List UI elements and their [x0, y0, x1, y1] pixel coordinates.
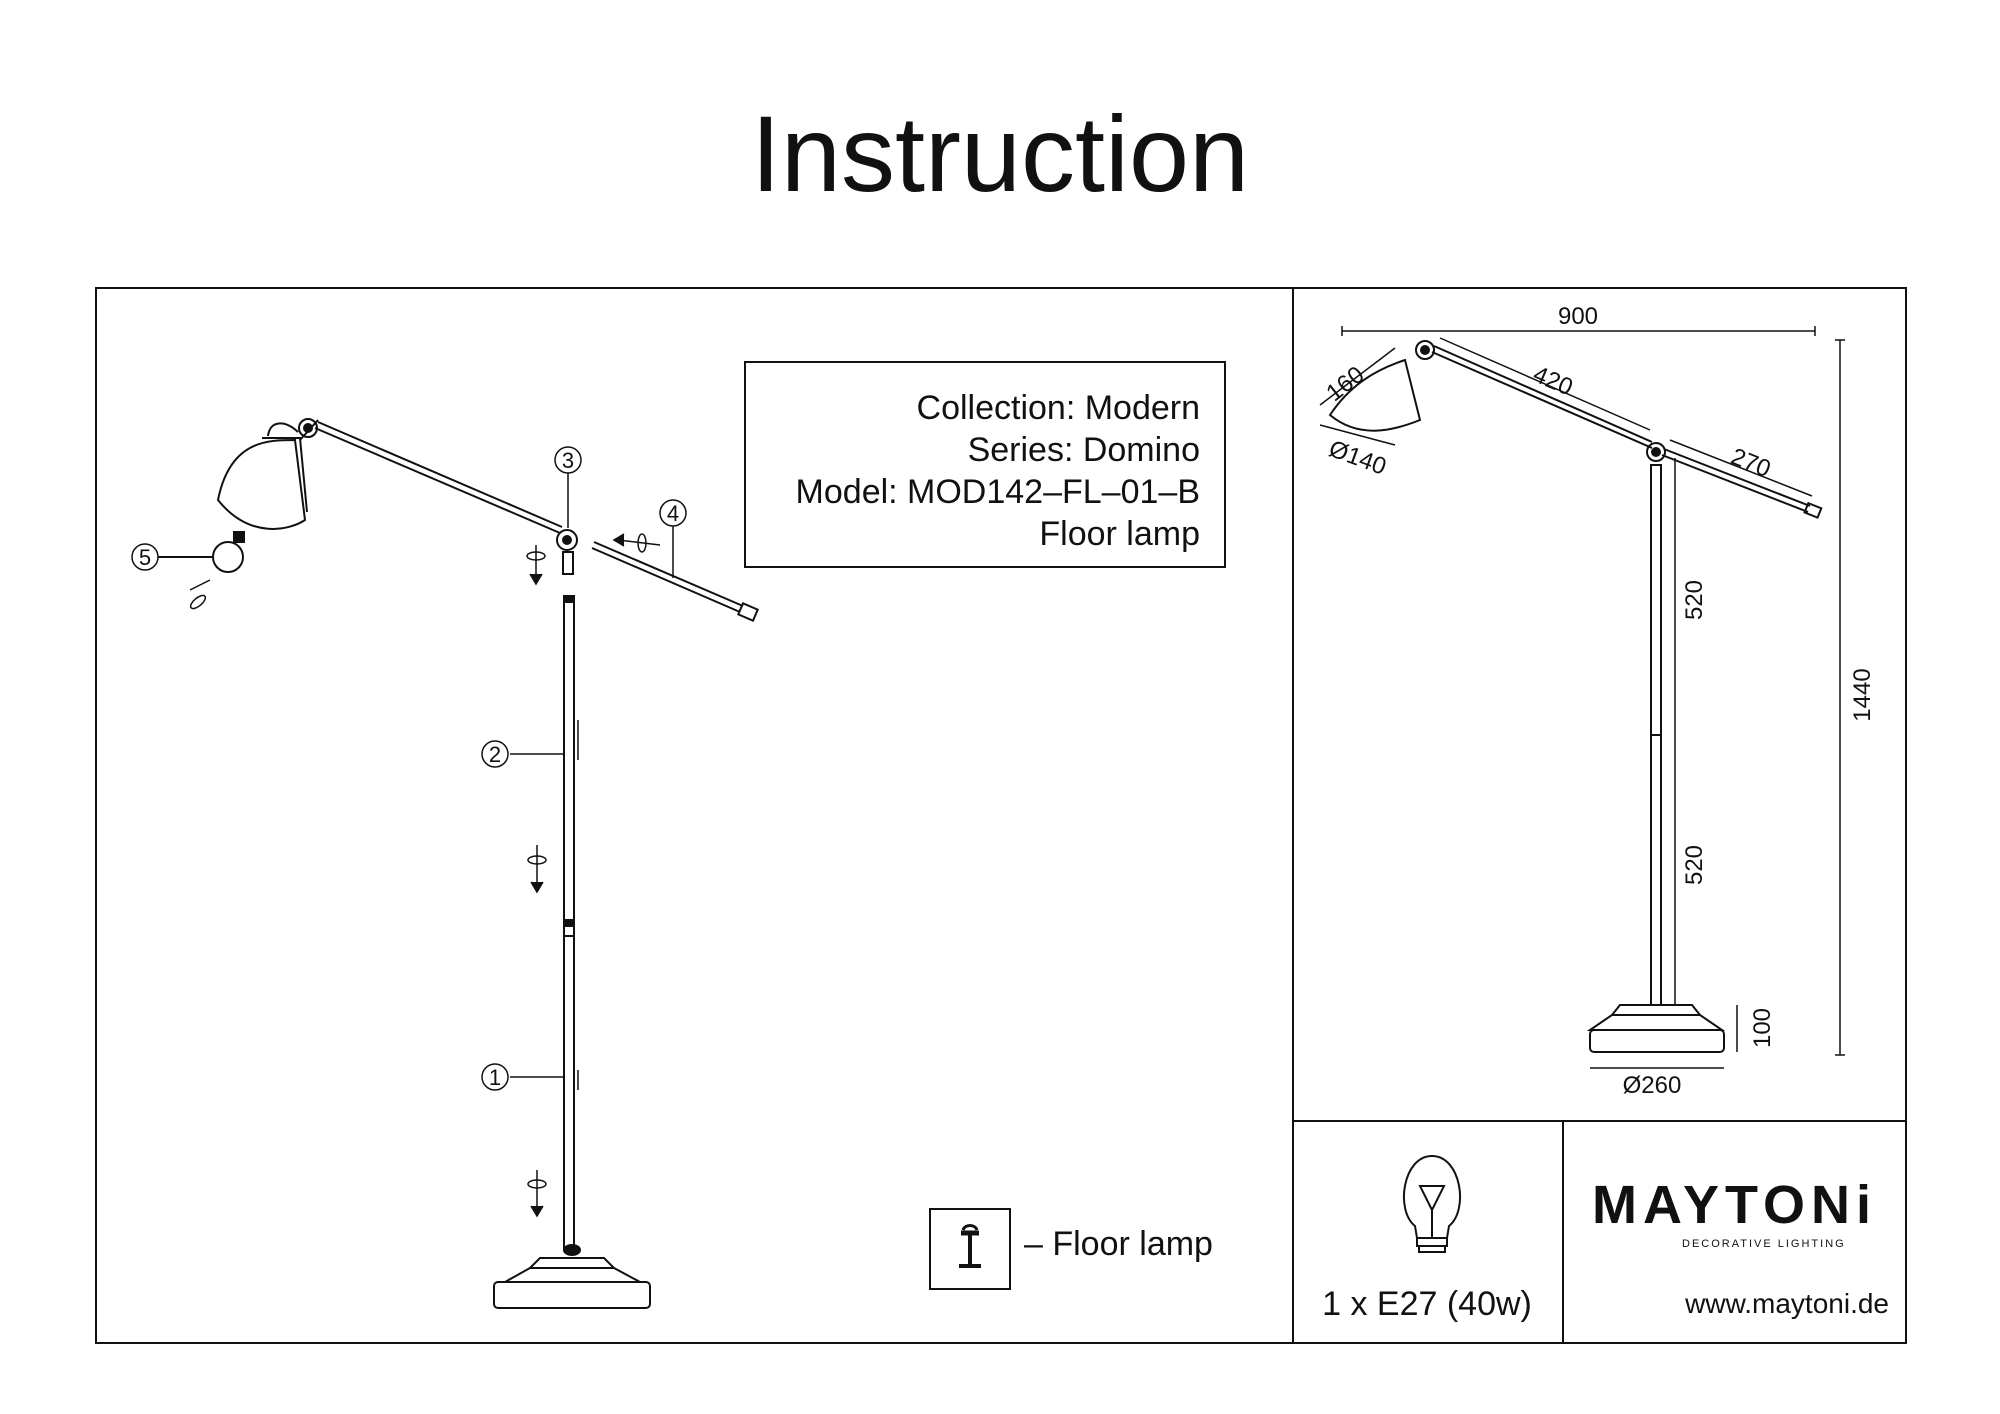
svg-text:3: 3	[562, 448, 574, 473]
svg-text:2: 2	[489, 742, 501, 767]
svg-text:1: 1	[489, 1065, 501, 1090]
lower-pole	[563, 919, 575, 1251]
legend-label: – Floor lamp	[1024, 1225, 1213, 1263]
page-title: Instruction	[750, 93, 1250, 214]
bulb-spec: 1 x E27 (40w)	[1322, 1285, 1532, 1323]
part-label-4: 4	[659, 499, 687, 527]
website-link[interactable]: www.maytoni.de	[1685, 1288, 1889, 1319]
dim-shade-diameter: Ø140	[1325, 435, 1389, 480]
light-bulb-icon	[1402, 1154, 1462, 1253]
dimension-drawing	[1319, 326, 1845, 1069]
svg-text:5: 5	[139, 545, 151, 570]
dim-total-width: 900	[1558, 303, 1598, 330]
main-frame	[95, 287, 1907, 1344]
collection-label: Collection: Modern	[916, 389, 1200, 427]
lamp-base	[493, 1244, 651, 1309]
brand-logo: MAYTONi DECORATIVE LIGHTING	[1562, 1178, 1907, 1250]
series-label: Series: Domino	[967, 431, 1200, 469]
part-label-2: 2	[481, 740, 509, 768]
part-label-3: 3	[554, 446, 582, 474]
part-label-1: 1	[481, 1063, 509, 1091]
rotation-arrows	[189, 533, 661, 1218]
assembly-diagram	[156, 418, 760, 1309]
product-type-label: Floor lamp	[1039, 515, 1200, 553]
part-label-5: 5	[131, 543, 159, 571]
upper-pole	[563, 595, 575, 937]
model-label: Model: MOD142–FL–01–B	[795, 473, 1200, 511]
joint-part	[556, 529, 578, 575]
part-labels: 1 2 3 4 5	[131, 446, 687, 1091]
front-arm	[314, 427, 561, 534]
dim-lower-pole: 520	[1681, 845, 1708, 885]
svg-text:4: 4	[667, 501, 679, 526]
product-info-box: Collection: Modern Series: Domino Model:…	[744, 361, 1226, 568]
lamp-shade	[216, 418, 319, 530]
floor-lamp-symbol	[929, 1208, 1011, 1290]
dim-base-diameter: Ø260	[1623, 1072, 1682, 1099]
dim-upper-pole: 520	[1681, 580, 1708, 620]
back-arm	[591, 547, 741, 613]
dim-total-height: 1440	[1849, 668, 1876, 721]
dim-base-height: 100	[1749, 1008, 1776, 1048]
brand-name: MAYTONi	[1591, 1175, 1878, 1235]
bulb-part	[156, 531, 245, 573]
brand-tagline: DECORATIVE LIGHTING	[1682, 1238, 1846, 1250]
